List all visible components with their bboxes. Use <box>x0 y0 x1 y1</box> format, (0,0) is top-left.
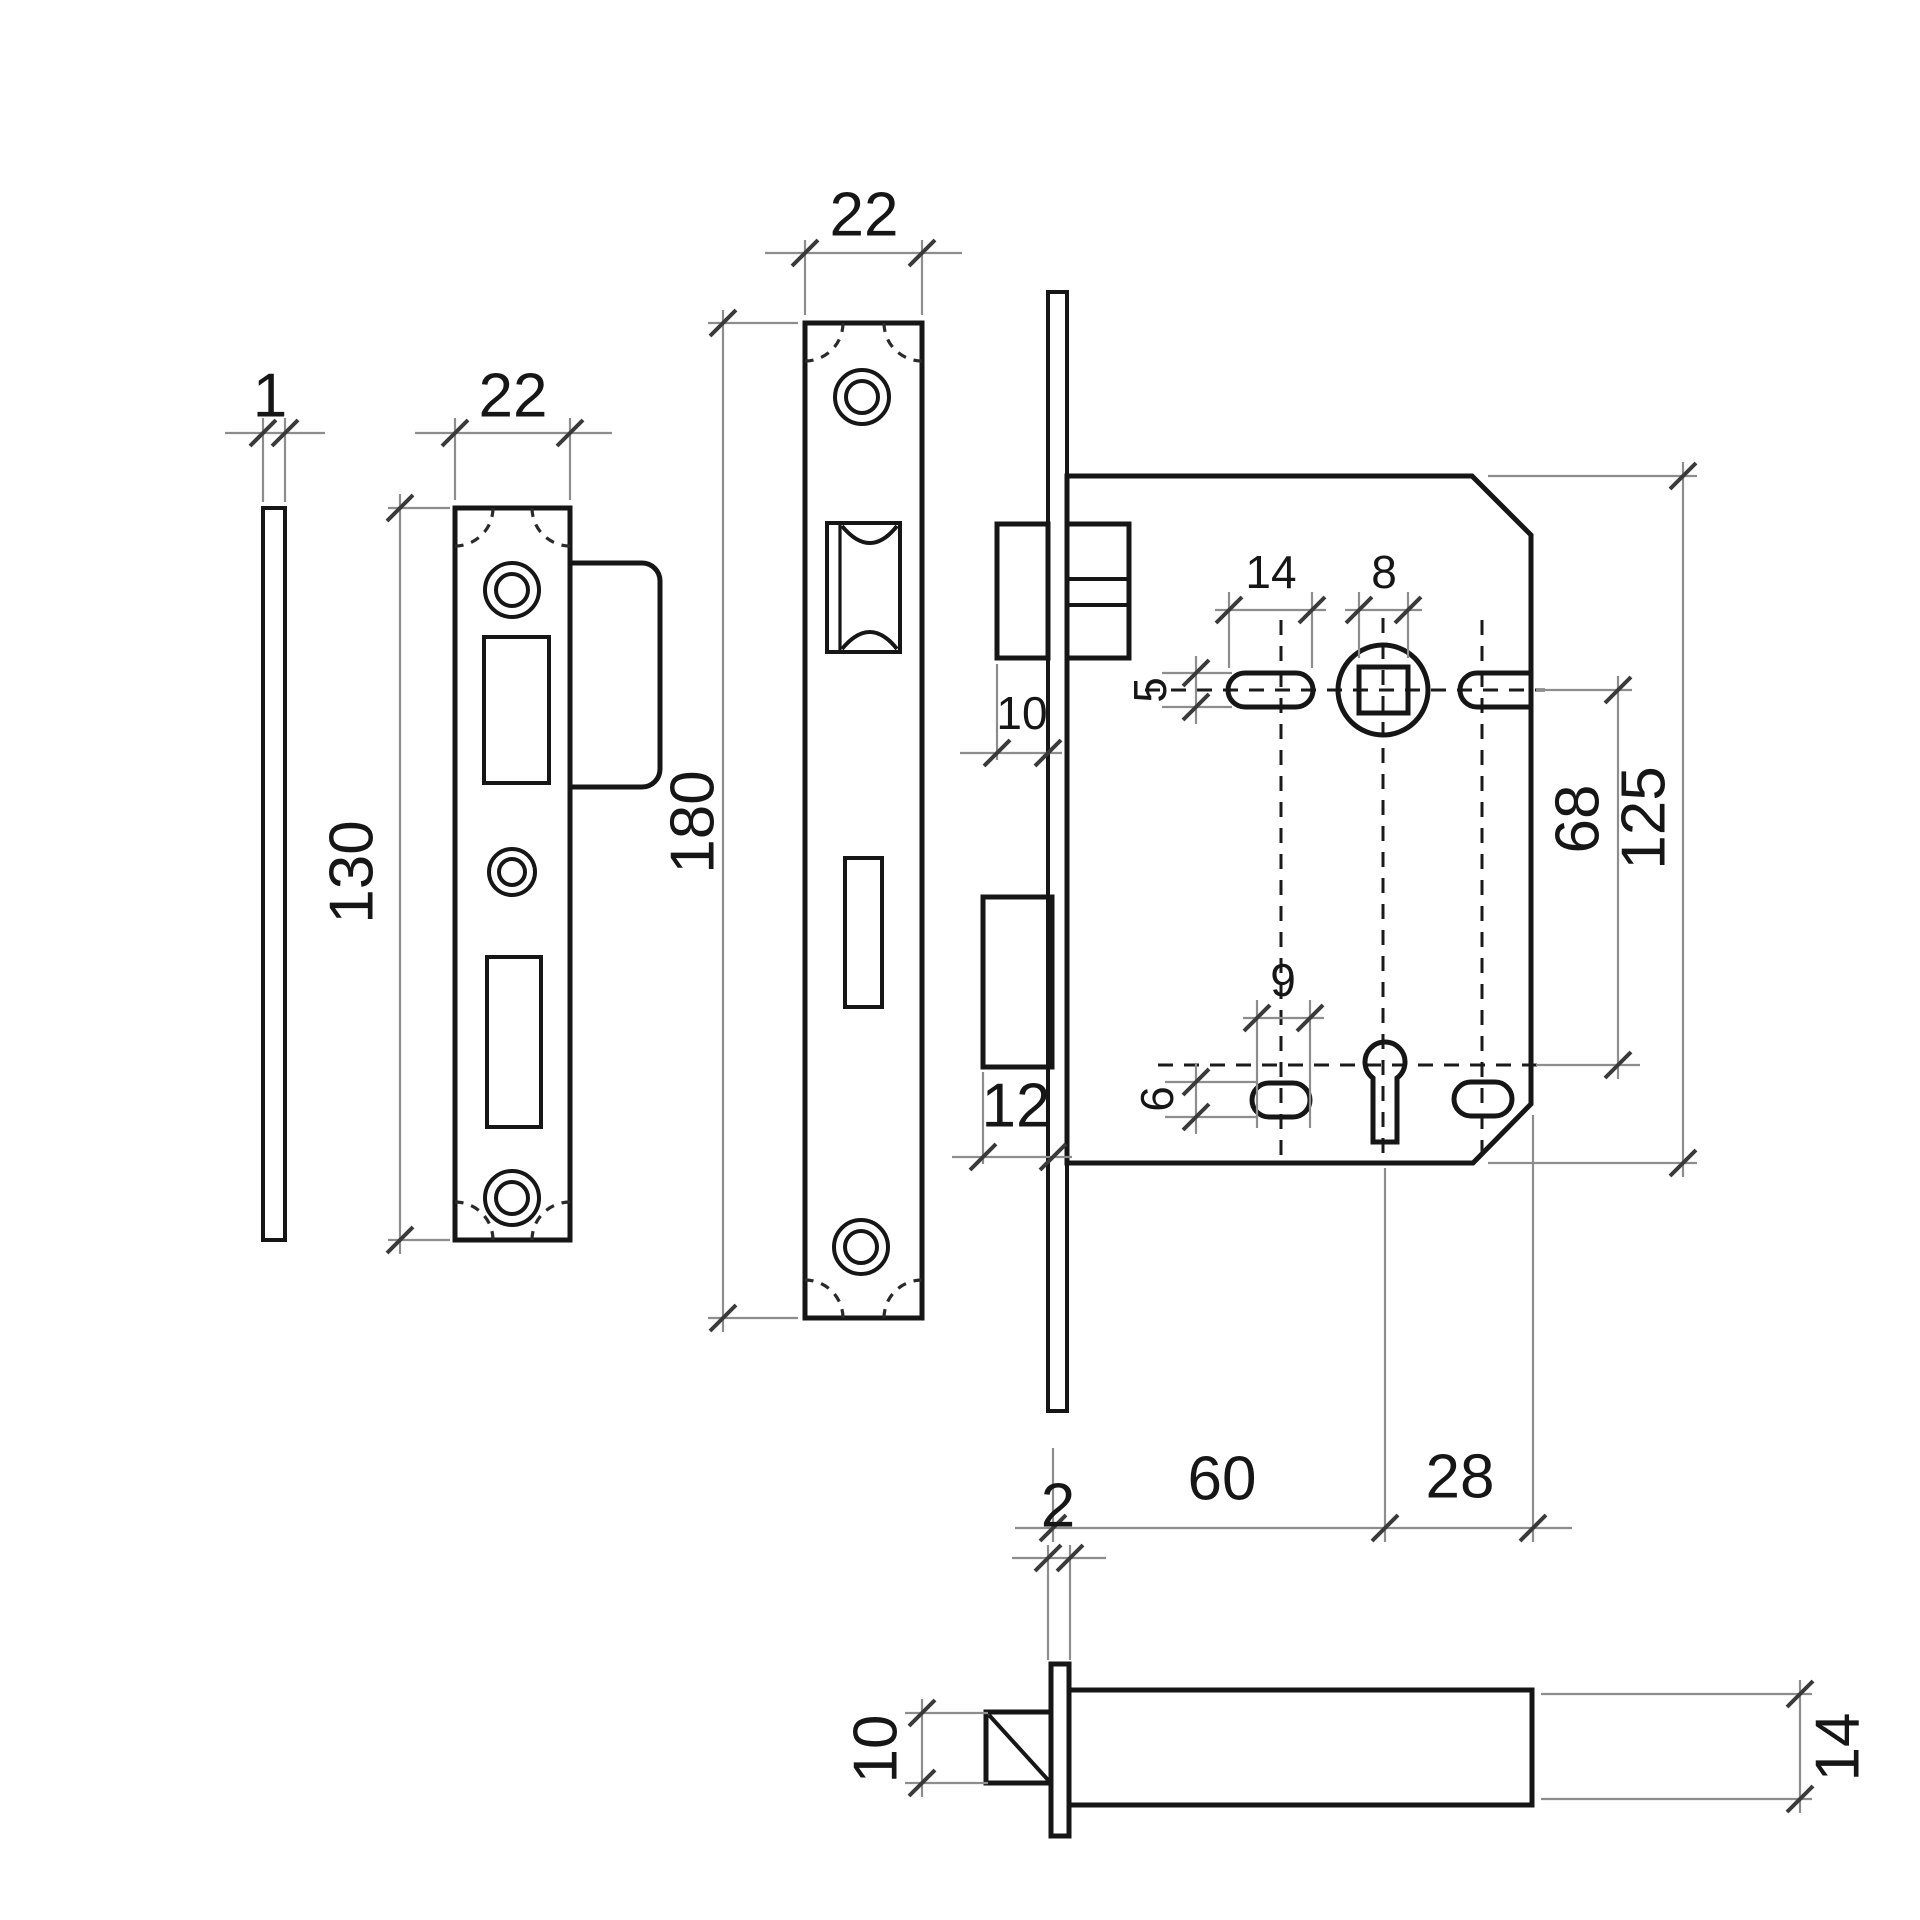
dim-label-8: 8 <box>1371 546 1397 598</box>
dim-label-14: 14 <box>1245 546 1296 598</box>
dim-label-1: 1 <box>253 362 287 431</box>
dim-faceplate-width: 22 <box>765 181 962 315</box>
latch-bolt-face <box>825 521 902 654</box>
screw-hole-inner <box>494 572 530 608</box>
dim-latch-head-height: 10 <box>842 1698 988 1798</box>
latch-flange <box>1048 1661 1072 1839</box>
dim-lower-slot-length: 9 <box>1242 954 1325 1128</box>
spindle-follower <box>1335 642 1431 738</box>
spindle-square-hole <box>1356 664 1411 716</box>
latch-bolt-side-view: 2 10 14 <box>842 1472 1873 1839</box>
dim-end-plate-thickness: 1 <box>225 362 325 502</box>
dim-label-68: 68 <box>1544 785 1613 854</box>
screw-hole <box>483 1169 541 1227</box>
dim-label-5: 5 <box>1124 677 1176 703</box>
keeper-box <box>567 560 663 790</box>
faceplate-front-view: 22 180 <box>659 181 962 1333</box>
dim-spindle-square: 8 <box>1344 546 1423 658</box>
lock-case-view: 10 12 14 8 <box>952 290 1698 1543</box>
latch-head <box>983 1709 1054 1786</box>
screw-hole <box>487 847 537 897</box>
handle-screw-slot-upper-right <box>1457 670 1531 710</box>
screw-hole <box>832 1218 890 1276</box>
dim-label-10b: 10 <box>842 1715 911 1784</box>
deadbolt-protruding <box>980 894 1055 1070</box>
corner-arc <box>530 1200 571 1241</box>
latch-head-bevel <box>987 1713 1051 1783</box>
latch-shaft <box>1066 1687 1535 1808</box>
dim-latch-protrusion: 10 <box>960 664 1063 768</box>
dim-deadbolt-protrusion: 12 <box>952 1072 1072 1172</box>
screw-hole <box>483 561 541 619</box>
dim-label-14b: 14 <box>1804 1713 1873 1782</box>
dim-label-28: 28 <box>1426 1443 1495 1512</box>
dim-lower-slot-height: 6 <box>1131 1064 1256 1134</box>
dim-label-22: 22 <box>479 362 548 431</box>
dim-label-12: 12 <box>982 1072 1051 1141</box>
corner-arc <box>454 507 495 548</box>
screw-hole-inner <box>843 1229 879 1265</box>
dim-shaft-height: 14 <box>1541 1679 1873 1814</box>
deadbolt-cutout <box>485 955 543 1129</box>
dim-label-130: 130 <box>318 820 387 923</box>
dim-case-height: 125 <box>1488 461 1698 1178</box>
dim-backset-and-edge: 60 28 <box>1015 1115 1572 1543</box>
latch-bolt-inner <box>1064 521 1132 661</box>
corner-arc <box>804 1278 845 1319</box>
faceplate-outline <box>802 320 925 1321</box>
dim-label-9: 9 <box>1270 954 1296 1006</box>
dim-handle-slot-height: 5 <box>1124 656 1232 724</box>
screw-hole-inner <box>497 857 527 887</box>
screw-hole <box>833 368 891 426</box>
dim-label-22: 22 <box>830 181 899 250</box>
dim-strike-plate-height: 130 <box>318 493 450 1255</box>
dim-strike-plate-width: 22 <box>415 362 612 500</box>
corner-arc <box>804 322 845 363</box>
dim-faceplate-height: 180 <box>659 308 798 1333</box>
corner-arc <box>882 1278 923 1319</box>
dim-label-2: 2 <box>1041 1472 1075 1541</box>
dim-flange-thickness: 2 <box>1012 1472 1106 1660</box>
strike-plate-outline <box>452 505 573 1243</box>
deadbolt-slot <box>843 856 884 1009</box>
corner-arc <box>530 507 571 548</box>
dim-label-180: 180 <box>659 770 728 873</box>
dim-label-60: 60 <box>1188 1445 1257 1514</box>
screw-slot-lower-right <box>1451 1079 1515 1119</box>
end-plate-outline <box>261 506 287 1242</box>
latch-cutout <box>482 635 551 785</box>
lock-case-outline <box>1064 473 1534 1166</box>
dim-label-125: 125 <box>1610 766 1679 869</box>
latch-bolt-protruding <box>994 521 1051 661</box>
screw-hole-inner <box>494 1180 530 1216</box>
corner-arc <box>882 322 923 363</box>
keyhole <box>1362 1039 1408 1145</box>
dim-handle-slot-length: 14 <box>1214 546 1327 668</box>
screw-hole-inner <box>844 379 880 415</box>
strike-plate-front-view: 22 130 <box>318 362 663 1255</box>
forend-strip <box>1046 290 1069 1413</box>
corner-arc <box>454 1200 495 1241</box>
dim-spindle-to-key-centres: 68 <box>1536 675 1640 1080</box>
dim-label-6: 6 <box>1131 1086 1183 1112</box>
end-plate-side-view: 1 <box>225 362 325 1242</box>
handle-screw-slot-upper-left <box>1225 670 1316 710</box>
dim-label-10: 10 <box>996 687 1047 739</box>
